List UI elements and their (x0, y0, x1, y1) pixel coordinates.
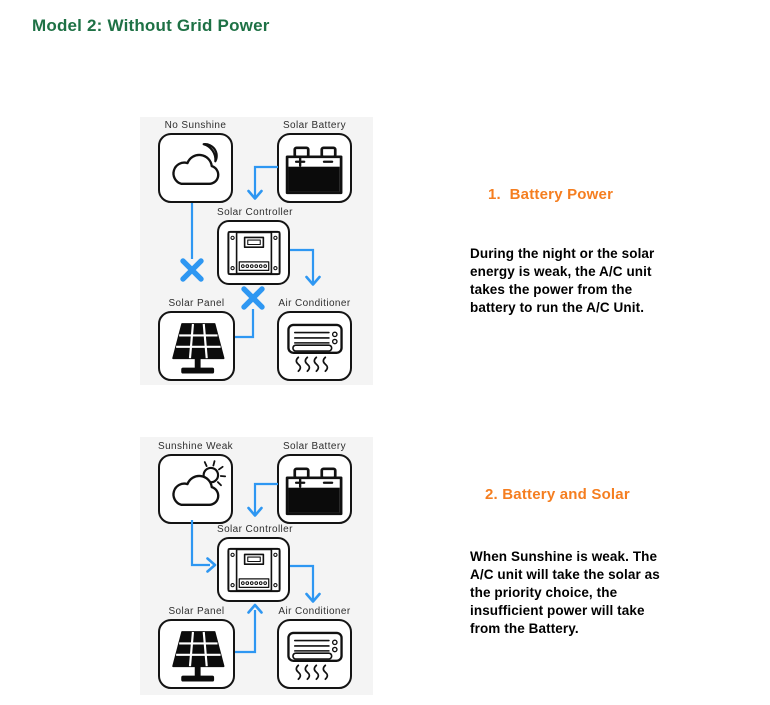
solar-panel-glyph (171, 322, 224, 373)
diagram-battery-and-solar: Sunshine Weak Solar Battery (140, 437, 373, 695)
cloud-shape (171, 153, 219, 185)
terminal-dots (240, 263, 267, 268)
solar-panel-glyph (171, 630, 224, 681)
solar-panel-label: Solar Panel (168, 298, 225, 309)
cloud-sun-icon (158, 454, 233, 524)
air-conditioner-label: Air Conditioner (278, 606, 351, 617)
arrow-panel-to-controller (235, 610, 257, 654)
section-2-body: When Sunshine is weak. The A/C unit will… (470, 549, 660, 636)
air-conditioner-glyph (286, 323, 343, 372)
terminal-dots (240, 580, 267, 585)
node-no-sunshine: No Sunshine (158, 119, 233, 203)
controller-shape (226, 230, 281, 275)
moon-crescent (202, 142, 218, 162)
battery-glyph (285, 466, 342, 515)
node-solar-battery: Solar Battery (277, 440, 352, 524)
arrowhead-up (247, 603, 263, 614)
x-mark-no-sun (180, 258, 204, 282)
node-solar-controller: Solar Controller (217, 523, 293, 602)
node-solar-controller: Solar Controller (217, 206, 293, 285)
air-conditioner-glyph (286, 631, 343, 680)
air-conditioner-label: Air Conditioner (278, 298, 351, 309)
sunshine-weak-label: Sunshine Weak (158, 441, 234, 452)
arrowhead-down (247, 189, 263, 200)
ac-unit-shape (286, 323, 343, 372)
battery-icon (277, 133, 352, 203)
solar-battery-label: Solar Battery (282, 120, 346, 131)
solar-battery-label: Solar Battery (282, 441, 346, 452)
controller-shape (226, 547, 281, 592)
section-1-heading: 1. Battery Power (488, 186, 614, 203)
battery-icon (277, 454, 352, 524)
arrowhead-right (206, 557, 217, 573)
node-air-conditioner: Air Conditioner (277, 605, 352, 689)
battery-shape (285, 466, 342, 515)
controller-icon (217, 220, 290, 285)
solar-panel-shape (171, 630, 224, 681)
airflow-waves (294, 663, 328, 680)
x-mark-panel-blocked (241, 286, 265, 310)
arrow-controller-to-ac (290, 564, 315, 600)
air-conditioner-icon (277, 619, 352, 689)
battery-shape (285, 145, 342, 194)
solar-panel-icon (158, 311, 235, 381)
controller-icon (217, 537, 290, 602)
airflow-waves (294, 355, 328, 372)
node-solar-panel: Solar Panel (158, 605, 235, 689)
node-solar-panel: Solar Panel (158, 297, 235, 381)
solar-controller-label: Solar Controller (217, 207, 293, 218)
arrowhead-down (247, 506, 263, 517)
node-air-conditioner: Air Conditioner (277, 297, 352, 381)
section-1-body: During the night or the solar energy is … (470, 246, 655, 315)
no-sunshine-label: No Sunshine (164, 120, 227, 131)
node-solar-battery: Solar Battery (277, 119, 352, 203)
battery-glyph (285, 145, 342, 194)
solar-panel-icon (158, 619, 235, 689)
cloud-shape (171, 474, 219, 506)
arrow-cloud-to-controller (190, 520, 210, 567)
solar-controller-label: Solar Controller (217, 524, 293, 535)
cloud-moon-glyph (171, 142, 219, 185)
page-title: Model 2: Without Grid Power (32, 16, 270, 35)
line-panel-blocked (235, 309, 255, 339)
solar-panel-shape (171, 322, 224, 373)
node-sunshine-weak: Sunshine Weak (158, 440, 233, 524)
arrowhead-down (305, 592, 321, 603)
ac-unit-shape (286, 631, 343, 680)
arrow-battery-to-controller (253, 165, 278, 197)
diagram-battery-power: No Sunshine Solar Battery (140, 117, 373, 385)
solar-panel-label: Solar Panel (168, 606, 225, 617)
arrow-battery-to-controller (253, 482, 278, 514)
air-conditioner-icon (277, 311, 352, 381)
cloud-sun-glyph (171, 459, 226, 506)
controller-glyph (226, 230, 281, 275)
controller-glyph (226, 547, 281, 592)
arrowhead-down (305, 275, 321, 286)
cloud-moon-icon (158, 133, 233, 203)
arrow-controller-to-ac (290, 248, 315, 283)
section-2-heading: 2. Battery and Solar (485, 486, 630, 503)
